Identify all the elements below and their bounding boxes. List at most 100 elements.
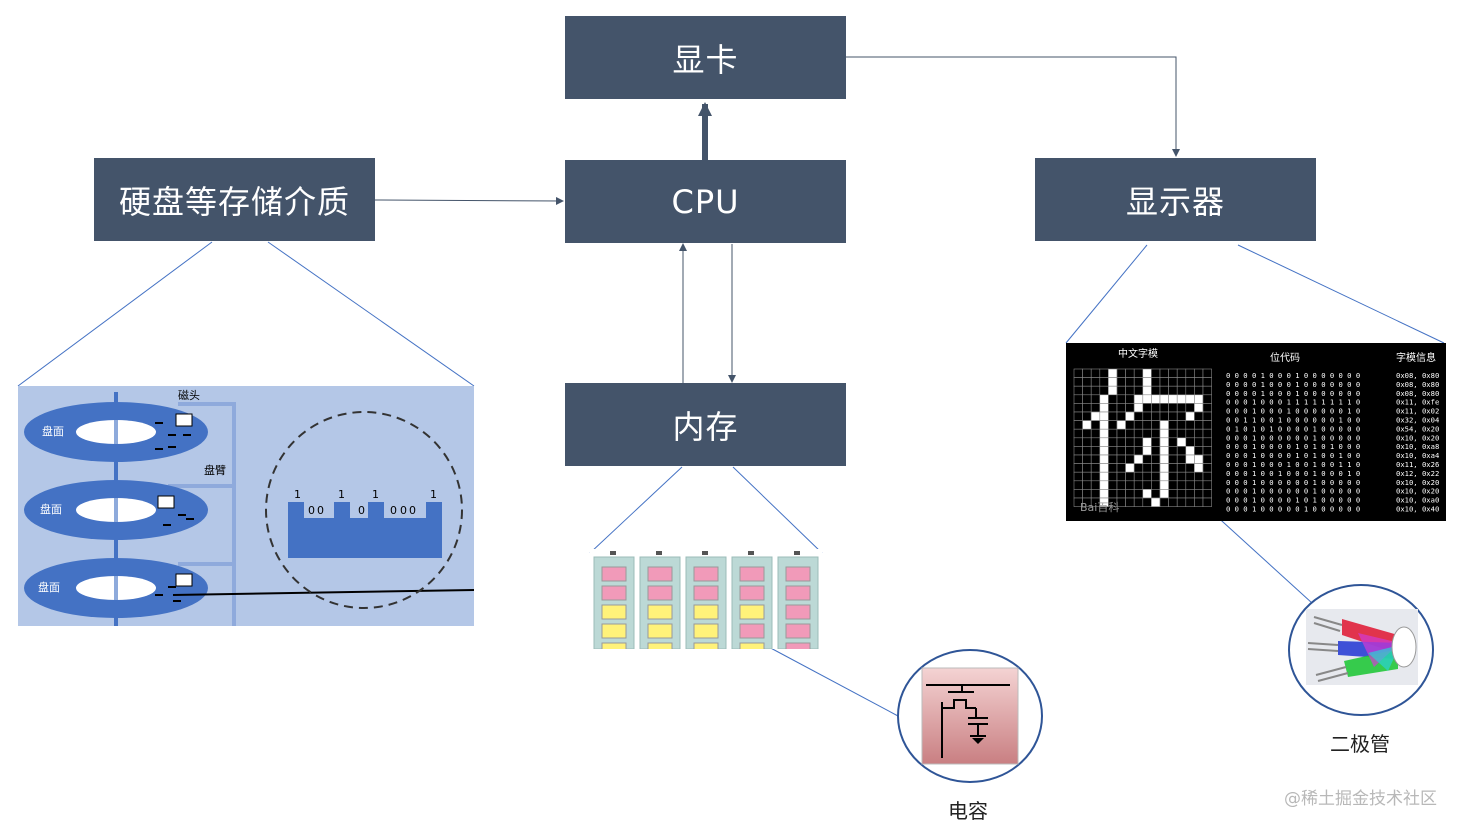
- bit-row: 0 0 0 1 0 0 0 1 0 0 1 0 0 1 1 0: [1226, 460, 1360, 469]
- bit-row: 0 0 0 1 0 0 0 1 0 0 0 0 0 0 1 0: [1226, 407, 1360, 416]
- glyph-pixel: [1099, 437, 1109, 447]
- glyph-pixel: [1125, 394, 1135, 404]
- glyph-pixel: [1090, 394, 1101, 404]
- glyph-pixel: [1125, 403, 1135, 413]
- glyph-pixel: [1090, 377, 1101, 387]
- memory-chip-illustration: [590, 549, 822, 649]
- font-matrix-graphic: 中文字模 位代码 字模信息 0 0 0 0 1 0 0 0 1 0 0 0 0 …: [1073, 347, 1439, 514]
- glyph-pixel: [1073, 446, 1083, 456]
- glyph-pixel: [1073, 420, 1083, 430]
- glyph-pixel: [1073, 454, 1083, 464]
- diode-zoom: [1288, 584, 1434, 716]
- glyph-pixel: [1151, 377, 1161, 387]
- hex-row: 0x11, 0x26: [1396, 460, 1439, 469]
- glyph-pixel: [1082, 454, 1092, 464]
- glyph-pixel: [1108, 446, 1118, 456]
- memory-cell: [601, 623, 627, 639]
- glyph-pixel: [1108, 454, 1118, 464]
- disk-bit: 0: [358, 504, 365, 517]
- glyph-pixel: [1090, 411, 1101, 421]
- arm-label: 盘臂: [204, 463, 226, 477]
- glyph-pixel: [1099, 428, 1109, 439]
- glyph-pixel: [1142, 411, 1152, 421]
- gpu-to-display-arrow: [846, 56, 1180, 157]
- glyph-pixel: [1090, 454, 1101, 464]
- glyph-pixel: [1194, 394, 1204, 404]
- glyph-pixel: [1159, 428, 1169, 439]
- glyph-pixel: [1125, 463, 1135, 473]
- font-matrix-header-bits: 位代码: [1270, 351, 1300, 364]
- glyph-pixel: [1133, 480, 1144, 490]
- memory-cell: [739, 585, 765, 601]
- disk-bit: 0: [317, 504, 324, 517]
- hex-row: 0x10, 0x20: [1396, 433, 1439, 442]
- glyph-pixel: [1168, 471, 1178, 482]
- glyph-pixel: [1082, 428, 1092, 439]
- glyph-pixel: [1125, 428, 1135, 439]
- glyph-pixel: [1168, 385, 1178, 396]
- glyph-pixel: [1151, 420, 1161, 430]
- glyph-pixel: [1151, 463, 1161, 473]
- memory-cell: [693, 585, 719, 601]
- glyph-pixel: [1099, 420, 1109, 430]
- hex-row: 0x12, 0x22: [1396, 469, 1439, 478]
- memory-cell: [647, 623, 673, 639]
- bit-row: 0 0 0 1 0 0 0 0 1 0 1 0 1 0 0 0: [1226, 442, 1360, 451]
- glyph-pixel: [1099, 377, 1109, 387]
- glyph-pixel: [1202, 497, 1212, 507]
- glyph-pixel: [1142, 420, 1152, 430]
- glyph-pixel: [1185, 420, 1195, 430]
- glyph-pixel: [1202, 471, 1212, 482]
- glyph-pixel: [1202, 403, 1212, 413]
- glyph-pixel: [1073, 385, 1083, 396]
- hex-row: 0x32, 0x04: [1396, 416, 1439, 425]
- disk-bit: 1: [372, 488, 379, 501]
- glyph-pixel: [1142, 497, 1152, 507]
- glyph-pixel: [1185, 489, 1195, 499]
- glyph-pixel: [1176, 446, 1187, 456]
- glyph-pixel: [1159, 394, 1169, 404]
- glyph-pixel: [1108, 480, 1118, 490]
- glyph-pixel: [1159, 385, 1169, 396]
- glyph-pixel: [1125, 497, 1135, 507]
- disk-bit: 0: [409, 504, 416, 517]
- glyph-pixel: [1185, 394, 1195, 404]
- memory-cell: [785, 623, 811, 639]
- memory-cell: [785, 566, 811, 582]
- glyph-pixel: [1202, 428, 1212, 439]
- glyph-pixel: [1159, 471, 1169, 482]
- glyph-pixel: [1116, 377, 1126, 387]
- glyph-pixel: [1133, 497, 1144, 507]
- glyph-pixel: [1125, 471, 1135, 482]
- glyph-pixel: [1202, 420, 1212, 430]
- glyph-pixel: [1108, 394, 1118, 404]
- glyph-pixel: [1176, 454, 1187, 464]
- glyph-pixel: [1159, 489, 1169, 499]
- hex-row: 0x54, 0x20: [1396, 424, 1439, 433]
- glyph-pixel: [1159, 437, 1169, 447]
- glyph-pixel: [1202, 368, 1212, 378]
- glyph-pixel: [1073, 437, 1083, 447]
- glyph-pixel: [1116, 403, 1126, 413]
- glyph-pixel: [1125, 437, 1135, 447]
- glyph-pixel: [1185, 454, 1195, 464]
- memory-cell: [785, 585, 811, 601]
- memory-cell: [739, 623, 765, 639]
- glyph-pixel: [1142, 463, 1152, 473]
- glyph-pixel: [1108, 489, 1118, 499]
- glyph-pixel: [1133, 463, 1144, 473]
- glyph-pixel: [1151, 446, 1161, 456]
- glyph-pixel: [1168, 437, 1178, 447]
- glyph-pixel: [1082, 368, 1092, 378]
- glyph-pixel: [1073, 428, 1083, 439]
- glyph-pixel: [1082, 446, 1092, 456]
- glyph-pixel: [1185, 471, 1195, 482]
- glyph-pixel: [1194, 437, 1204, 447]
- glyph-pixel: [1142, 446, 1152, 456]
- glyph-pixel: [1125, 454, 1135, 464]
- display-label: 显示器: [1125, 182, 1225, 221]
- bit-row: 0 0 0 1 0 0 0 1 1 1 1 1 1 1 1 0: [1226, 398, 1360, 407]
- glyph-pixel: [1099, 368, 1109, 378]
- glyph-pixel: [1090, 368, 1101, 378]
